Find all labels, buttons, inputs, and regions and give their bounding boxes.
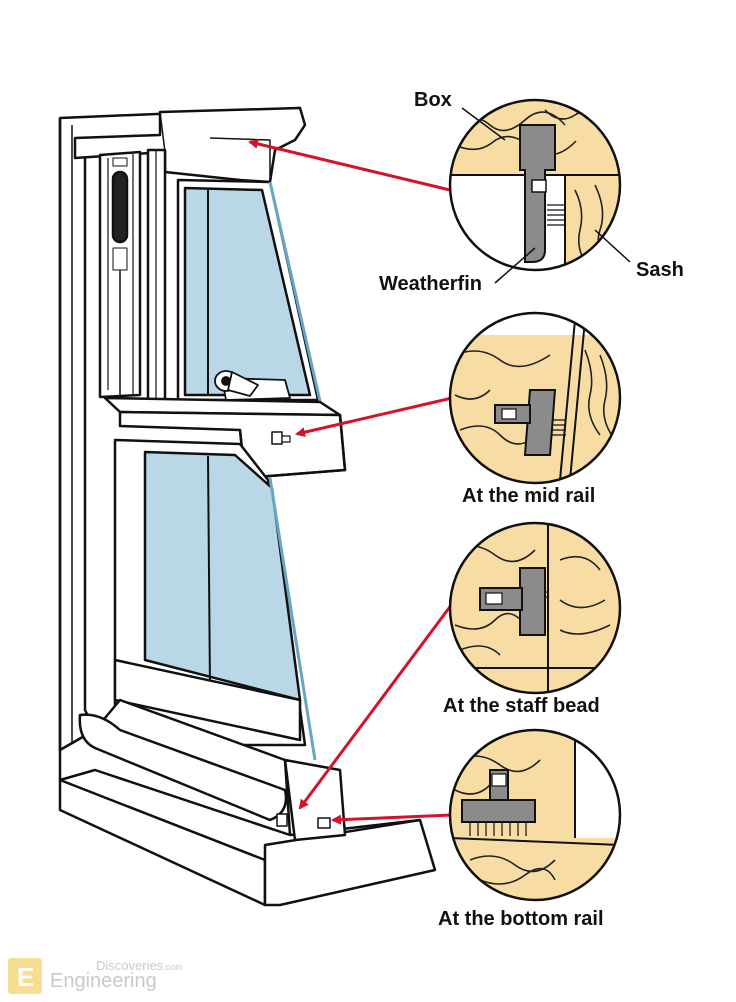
lower-sash — [113, 438, 317, 761]
sill — [58, 698, 437, 907]
label-sash: Sash — [636, 259, 684, 281]
detail-staff-bead — [450, 523, 620, 693]
arrow-box — [248, 139, 451, 192]
label-bottom-rail: At the bottom rail — [438, 908, 604, 930]
watermark-brand: Engineering — [50, 970, 157, 992]
lower-glass — [143, 450, 302, 702]
label-weatherfin: Weatherfin — [379, 273, 482, 295]
upper-sash — [176, 178, 324, 411]
arrow-bottom-rail — [331, 813, 453, 825]
watermark-site: Discoveries.com — [96, 958, 183, 973]
sash-balance — [111, 170, 129, 244]
logo-letter: E — [17, 962, 34, 992]
label-staff-bead: At the staff bead — [443, 695, 600, 717]
detail-bottom-rail — [450, 730, 620, 900]
label-box: Box — [414, 89, 452, 111]
watermark-site-name: Discoveries — [96, 958, 164, 973]
upper-glass — [183, 186, 312, 397]
engineering-discoveries-logo: E — [8, 958, 42, 994]
label-mid-rail: At the mid rail — [462, 485, 596, 507]
watermark-tld: .com — [163, 962, 183, 972]
arrow-staff-bead — [298, 599, 457, 810]
arrow-mid-rail — [295, 396, 453, 438]
callout-arrows — [248, 139, 457, 825]
window-frame — [58, 106, 307, 752]
mid-rail — [103, 396, 347, 480]
sash-lock-icon — [214, 370, 291, 401]
